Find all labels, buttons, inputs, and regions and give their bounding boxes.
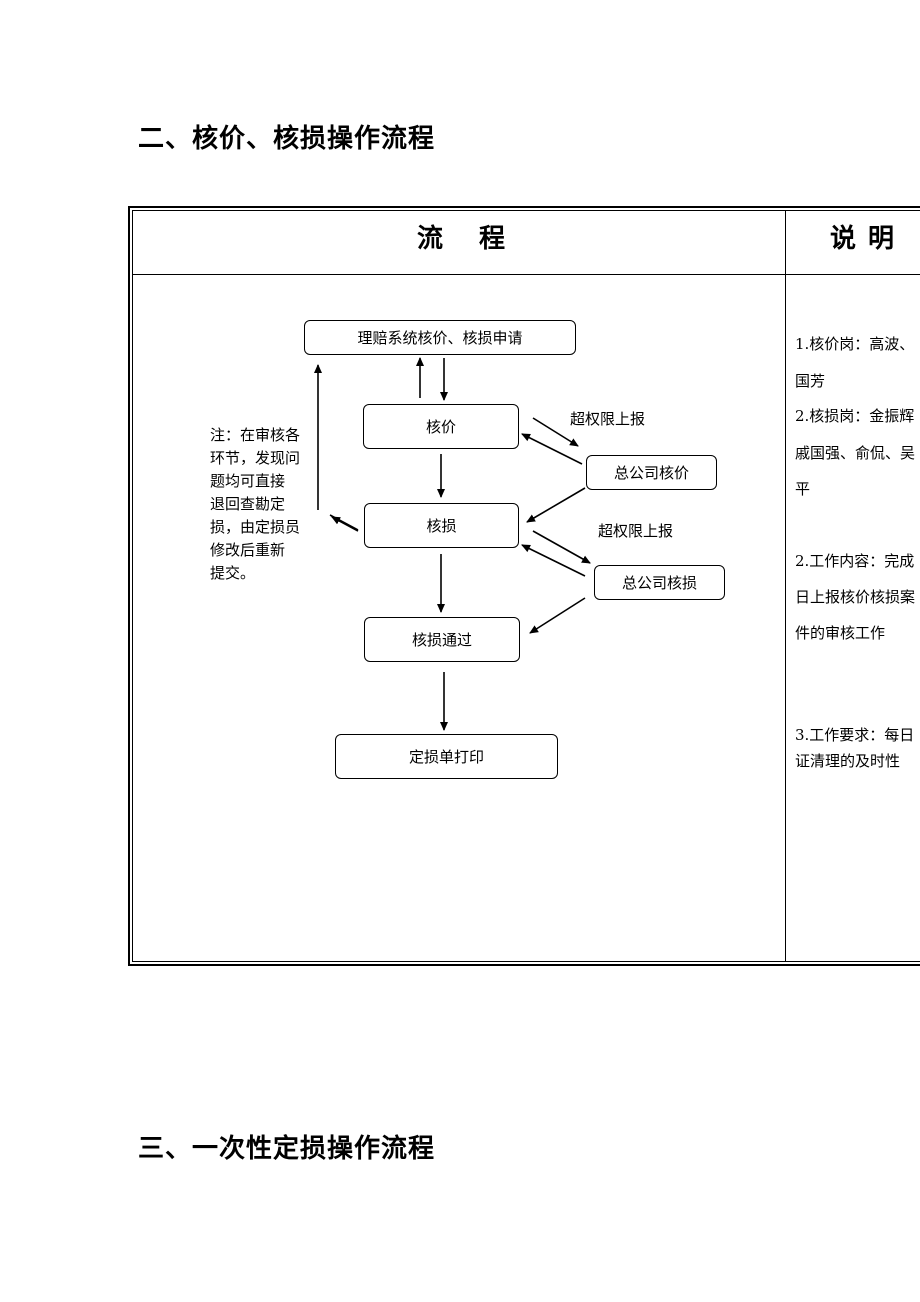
desc-line: 证清理的及时性	[795, 752, 901, 770]
label-escalate-loss: 超权限上报	[598, 522, 674, 540]
box-print: 定损单打印	[335, 734, 558, 779]
note-line: 退回查勘定	[210, 495, 286, 513]
arrow-hq-loss-to-pass	[529, 597, 586, 634]
box-pass: 核损通过	[364, 617, 520, 662]
table-column-divider	[785, 210, 786, 962]
column-header-flow: 流程	[417, 224, 542, 254]
desc-line: 戚国强、俞侃、吴	[795, 444, 916, 462]
section-heading-3: 三、一次性定损操作流程	[138, 1134, 436, 1164]
box-loss: 核损	[364, 503, 519, 548]
box-apply: 理赔系统核价、核损申请	[304, 320, 576, 355]
desc-line: 1.核价岗：高波、	[795, 335, 915, 353]
note-line: 题均可直接	[210, 472, 286, 490]
desc-line: 3.工作要求：每日	[795, 726, 915, 744]
desc-line: 平	[795, 480, 811, 498]
arrow-price-to-hq-price	[532, 417, 579, 447]
label-escalate-price: 超权限上报	[570, 410, 646, 428]
desc-line: 件的审核工作	[795, 624, 886, 642]
note-line: 环节，发现问	[210, 449, 301, 467]
arrow-note-return	[331, 516, 359, 532]
arrow-loss-to-hq-loss	[532, 530, 591, 564]
process-table	[132, 210, 920, 962]
arrow-hq-price-to-price	[521, 433, 583, 465]
desc-line: 日上报核价核损案	[795, 588, 916, 606]
desc-line: 2.工作内容：完成	[795, 552, 915, 570]
box-hq-price: 总公司核价	[586, 455, 717, 490]
desc-line: 2.核损岗：金振辉	[795, 407, 915, 425]
column-header-description: 说明	[830, 224, 907, 254]
arrow-hq-loss-to-loss	[521, 544, 586, 577]
arrow-loss-to-note	[329, 514, 359, 531]
box-price: 核价	[363, 404, 519, 449]
note-line: 修改后重新	[210, 541, 286, 559]
section-heading-2: 二、核价、核损操作流程	[138, 124, 436, 154]
note-line: 损，由定损员	[210, 518, 301, 536]
table-header-divider	[132, 274, 920, 275]
note-line: 注：在审核各	[210, 426, 301, 444]
box-hq-loss: 总公司核损	[594, 565, 725, 600]
note-line: 提交。	[210, 564, 256, 582]
flow-note: 注：在审核各 环节，发现问 题均可直接 退回查勘定 损，由定损员 修改后重新 提…	[210, 424, 306, 585]
desc-line: 国芳	[795, 372, 826, 390]
process-table-outer-border	[128, 206, 920, 966]
arrow-hq-price-to-loss	[526, 487, 586, 523]
